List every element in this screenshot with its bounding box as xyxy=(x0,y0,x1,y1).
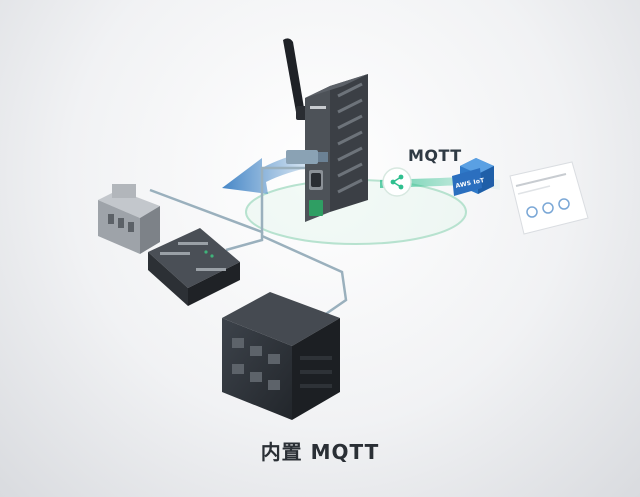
antenna xyxy=(283,38,308,120)
mqtt-node xyxy=(382,167,412,197)
cloud-dashboard xyxy=(509,161,589,235)
plc-device-large xyxy=(222,292,340,420)
share-icon xyxy=(390,174,404,190)
io-module xyxy=(98,184,160,254)
diagram-caption: 内置 MQTT xyxy=(260,440,380,464)
gateway-device xyxy=(286,74,368,222)
aws-iot-icon xyxy=(452,158,494,196)
plc-device-small xyxy=(148,228,240,306)
mqtt-label: MQTT xyxy=(408,146,462,165)
connector-cables xyxy=(149,166,348,320)
